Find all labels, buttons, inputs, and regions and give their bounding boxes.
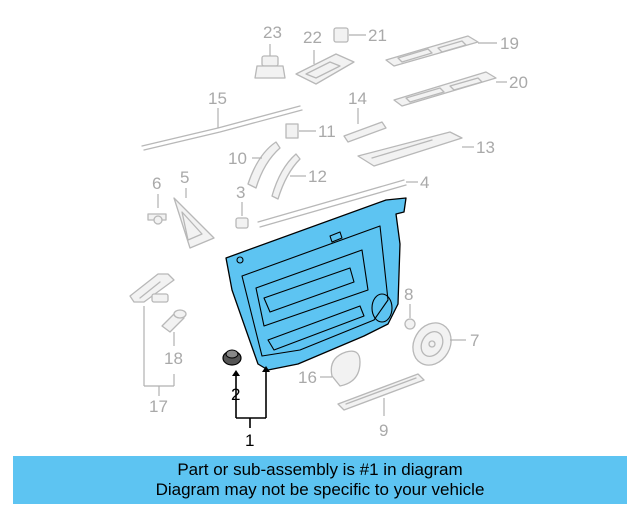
part-8-plug <box>404 304 416 330</box>
callout-12: 12 <box>308 167 327 186</box>
banner-line-1: Part or sub-assembly is #1 in diagram <box>177 460 463 479</box>
callout-11: 11 <box>318 122 336 141</box>
part-10-trim <box>247 141 281 189</box>
callout-7: 7 <box>470 331 479 350</box>
callout-1: 1 <box>245 431 254 450</box>
part-22-switch-bezel <box>295 50 355 85</box>
parts-diagram: 23 22 21 19 20 15 14 <box>129 23 528 450</box>
callout-18: 18 <box>164 349 183 368</box>
callout-20: 20 <box>509 73 528 92</box>
callout-17: 17 <box>149 397 168 416</box>
callout-22: 22 <box>303 28 322 47</box>
part-4-belt-molding <box>257 179 418 228</box>
callout-17-bracket <box>143 306 175 396</box>
callout-10: 10 <box>228 149 247 168</box>
callout-23: 23 <box>263 23 282 42</box>
part-16-cover <box>320 350 361 387</box>
part-7-speaker <box>412 322 466 366</box>
part-14-switch <box>343 108 387 143</box>
part-15-weatherstrip <box>141 105 303 151</box>
callout-8: 8 <box>404 285 413 304</box>
part-12-trim <box>271 153 306 200</box>
callout-5: 5 <box>180 168 189 187</box>
callout-14: 14 <box>348 89 367 108</box>
callout-13: 13 <box>476 138 495 157</box>
part-5-mirror-cover <box>173 188 215 249</box>
part-9-reflector <box>337 373 425 416</box>
part-20-switch-panel <box>393 71 507 107</box>
callout-1-2-leaders <box>232 366 270 428</box>
part-2-clip <box>222 349 242 366</box>
callout-6: 6 <box>152 174 161 193</box>
callout-15: 15 <box>208 89 227 108</box>
callout-19: 19 <box>500 34 519 53</box>
callout-21: 21 <box>368 26 387 45</box>
part-1-door-trim-panel <box>225 197 407 371</box>
callout-2: 2 <box>231 385 240 404</box>
part-13-armrest-bracket <box>357 131 474 167</box>
part-19-switch-panel <box>385 35 497 67</box>
callout-9: 9 <box>379 421 388 440</box>
banner-line-2: Diagram may not be specific to your vehi… <box>155 480 485 499</box>
part-11-clip <box>285 123 316 139</box>
info-banner: Part or sub-assembly is #1 in diagram Di… <box>13 456 627 504</box>
part-21-clip <box>333 27 366 43</box>
callout-3: 3 <box>236 183 245 202</box>
callout-16: 16 <box>298 368 317 387</box>
callout-4: 4 <box>420 173 429 192</box>
part-23-switch <box>254 44 286 79</box>
part-18-socket <box>161 309 187 346</box>
part-3-clip <box>235 202 249 229</box>
part-6-clip <box>147 194 167 225</box>
part-17-door-handle <box>129 273 175 303</box>
